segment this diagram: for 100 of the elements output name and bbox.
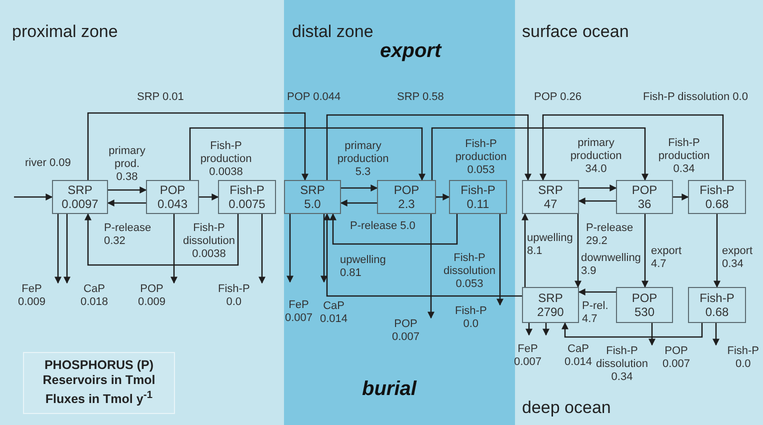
reservoir-value: 36	[638, 197, 652, 211]
reservoir-box	[688, 180, 746, 214]
flux-label: river 0.09	[25, 157, 71, 170]
reservoir-value: 0.68	[705, 305, 729, 319]
flux-arrow	[108, 186, 147, 194]
flux-label: primary production 34.0	[569, 137, 623, 176]
flux-label: P-release 29.2	[586, 222, 634, 248]
zone-title: deep ocean	[522, 398, 611, 418]
reservoir-box	[377, 180, 436, 214]
burial-flux-value: 0.0	[734, 358, 752, 371]
burial-species: Fish-P	[727, 345, 759, 358]
reservoir-box	[284, 180, 341, 214]
reservoir-name: POP	[394, 183, 420, 197]
flux-label: POP 0.26	[534, 91, 582, 104]
reservoir-value: 0.0075	[228, 197, 266, 211]
flux-label: P-release 5.0	[350, 220, 416, 233]
flux-arrow	[578, 288, 616, 296]
flux-arrow	[286, 214, 294, 283]
flux-label: SRP 0.01	[137, 91, 184, 104]
flux-arrow	[330, 213, 458, 245]
reservoir-value: 2.3	[398, 197, 415, 211]
flux-arrow	[341, 184, 378, 192]
flux-arrow	[496, 214, 504, 306]
flux-arrow	[428, 214, 434, 319]
flux-label: POP 0.044	[287, 91, 341, 104]
flux-arrow	[712, 323, 720, 346]
burial-flux-value: 0.014	[564, 356, 592, 369]
zone-title: distal zone	[292, 22, 374, 42]
reservoir-value: 530	[634, 305, 655, 319]
burial-species: POP	[664, 345, 689, 358]
burial-species: CaP	[566, 343, 590, 356]
flux-arrow	[574, 214, 582, 288]
flux-label: upwelling 8.1	[527, 232, 574, 258]
burial-flux-value: 0.007	[285, 312, 313, 325]
zone-band	[515, 0, 763, 425]
reservoir-name: Fish-P	[230, 183, 264, 197]
flux-arrow	[562, 322, 703, 338]
flux-arrow	[431, 127, 648, 181]
flux-label: downwelling 3.9	[581, 252, 642, 278]
reservoir-box	[218, 180, 276, 214]
burial-flux-value: 0.007	[392, 331, 420, 344]
process-heading: export	[380, 40, 442, 63]
burial-flux-value: 0.014	[320, 313, 348, 326]
key-text: Reservoirs in Tmol	[42, 373, 156, 388]
flux-arrow	[320, 214, 328, 283]
flux-arrow	[436, 194, 450, 200]
reservoir-box	[146, 180, 199, 214]
burial-species: Fish-P	[218, 283, 250, 296]
flux-label: Fish-P dissolution 0.053	[442, 252, 496, 291]
flux-arrow	[714, 214, 720, 288]
burial-flux-value: 0.0	[225, 296, 243, 309]
flux-label: Fish-P production 0.053	[454, 138, 508, 177]
burial-species: POP	[139, 283, 164, 296]
flux-arrow	[189, 127, 426, 181]
process-heading: burial	[362, 378, 416, 401]
flux-arrow	[87, 112, 308, 181]
burial-flux-value: 0.009	[18, 296, 46, 309]
reservoir-box	[522, 287, 579, 323]
flux-arrow	[107, 200, 146, 206]
reservoir-name: SRP	[538, 183, 563, 197]
reservoir-value: 2790	[537, 305, 564, 319]
reservoir-value: 0.11	[466, 197, 490, 211]
reservoir-box	[52, 180, 108, 214]
flux-arrow	[642, 214, 648, 288]
burial-flux-value: 0.009	[138, 296, 166, 309]
burial-species: Fish-P	[455, 305, 487, 318]
reservoir-value: 0.043	[157, 197, 188, 211]
flux-arrow	[64, 214, 70, 284]
flux-arrow	[522, 213, 528, 287]
reservoir-box	[688, 287, 746, 323]
flux-label: export 0.34	[722, 245, 754, 271]
flux-arrow	[54, 214, 62, 284]
reservoir-name: POP	[160, 183, 186, 197]
flux-arrow	[648, 323, 656, 346]
flux-arrow	[199, 194, 219, 200]
key-text: Fluxes in Tmol y$^{-1}$	[45, 389, 153, 408]
flux-arrow	[540, 114, 724, 181]
reservoir-name: Fish-P	[700, 291, 734, 305]
flux-arrow	[326, 114, 532, 181]
flux-label: export 4.7	[651, 245, 683, 271]
flux-arrow	[526, 323, 532, 336]
flux-arrow	[673, 194, 689, 200]
reservoir-value: 5.0	[304, 197, 321, 211]
reservoir-name: POP	[632, 291, 658, 305]
burial-flux-value: 0.007	[514, 356, 542, 369]
burial-species: FeP	[516, 343, 539, 356]
flux-label: primary prod. 0.38	[108, 145, 146, 184]
flux-label: SRP 0.58	[397, 91, 444, 104]
reservoir-box	[616, 180, 673, 214]
reservoir-value: 47	[544, 197, 558, 211]
flux-label: upwelling 0.81	[340, 254, 387, 280]
reservoir-name: POP	[632, 183, 658, 197]
burial-flux-value: 0.0	[462, 318, 480, 331]
flux-arrow	[84, 213, 239, 266]
flux-arrow	[324, 213, 522, 297]
key-text: PHOSPHORUS (P)	[44, 358, 154, 374]
burial-flux-value: 0.007	[662, 358, 690, 371]
reservoir-box	[522, 180, 579, 214]
burial-species: POP	[393, 318, 418, 331]
burial-species: FeP	[288, 299, 310, 312]
